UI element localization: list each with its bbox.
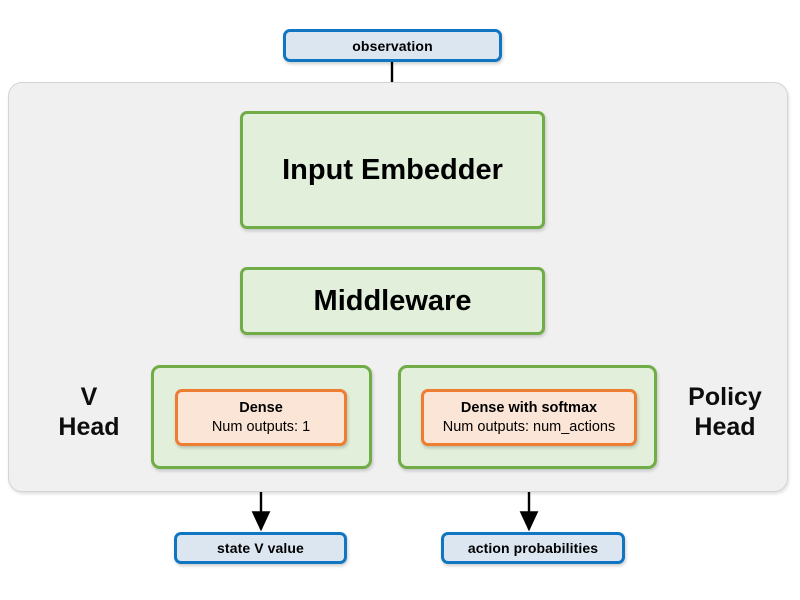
output-state-value-box[interactable]: state V value bbox=[174, 532, 347, 564]
input-observation-box[interactable]: observation bbox=[283, 29, 502, 62]
policy-head-caption: Policy Head bbox=[662, 383, 788, 442]
v-head-caption: V Head bbox=[30, 383, 148, 442]
policy-head-dense-subtitle: Num outputs: num_actions bbox=[442, 418, 616, 435]
v-head-dense-title: Dense bbox=[239, 399, 283, 416]
output-action-probabilities-box[interactable]: action probabilities bbox=[441, 532, 625, 564]
v-head-dense-subtitle: Num outputs: 1 bbox=[211, 418, 311, 435]
middleware-label: Middleware bbox=[313, 284, 472, 317]
policy-head-caption-line1: Policy bbox=[688, 383, 762, 411]
output-state-value-label: state V value bbox=[217, 540, 304, 556]
policy-head-dense-box[interactable]: Dense with softmax Num outputs: num_acti… bbox=[421, 389, 637, 446]
input-embedder-box[interactable]: Input Embedder bbox=[240, 111, 545, 229]
policy-head-caption-line2: Head bbox=[694, 412, 756, 441]
output-action-probabilities-label: action probabilities bbox=[467, 540, 599, 556]
v-head-dense-box[interactable]: Dense Num outputs: 1 bbox=[175, 389, 347, 446]
middleware-box[interactable]: Middleware bbox=[240, 267, 545, 335]
policy-head-dense-title: Dense with softmax bbox=[460, 399, 598, 416]
v-head-caption-line2: Head bbox=[58, 412, 120, 441]
input-observation-label: observation bbox=[352, 37, 433, 54]
input-embedder-label: Input Embedder bbox=[282, 153, 503, 186]
v-head-caption-line1: V bbox=[80, 383, 98, 411]
